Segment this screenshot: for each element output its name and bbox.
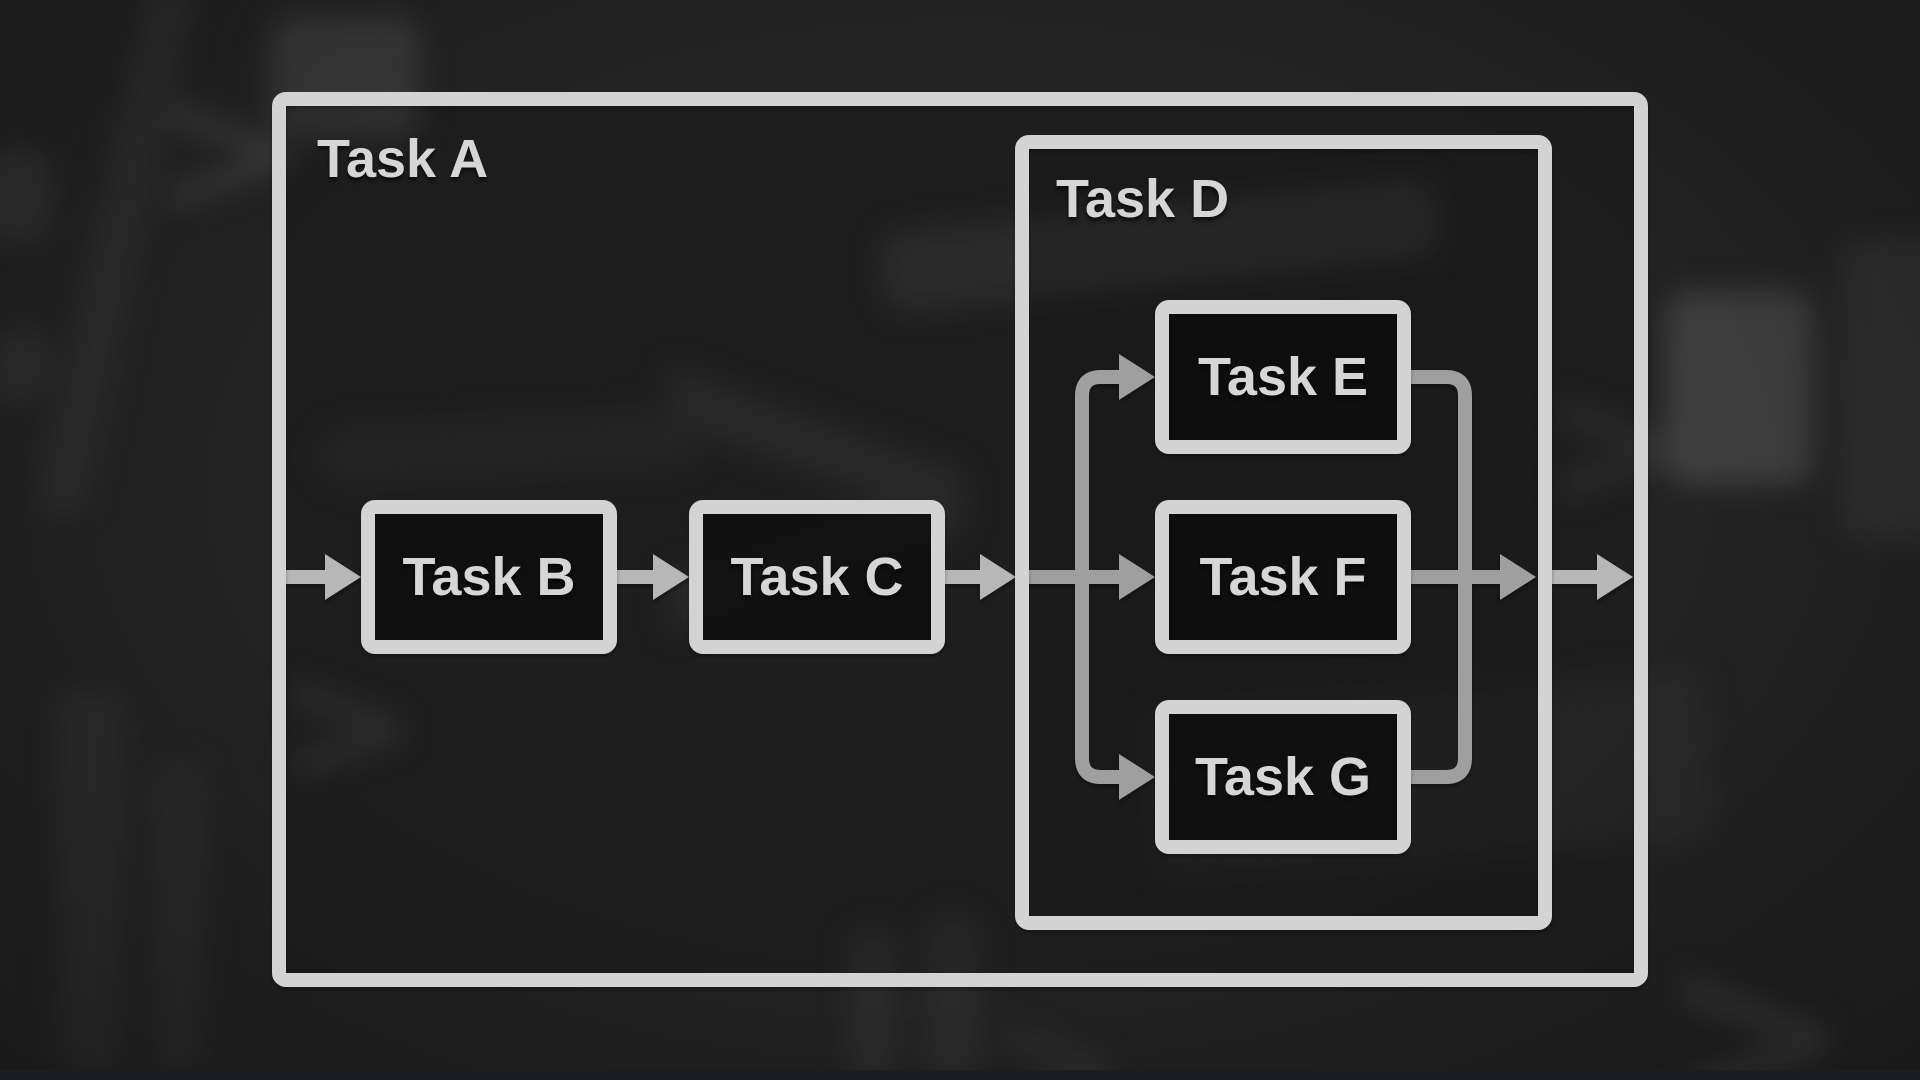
background-blob [270,15,420,140]
background-blob [1665,290,1815,485]
background-chevron-icon: > [990,985,1124,1080]
arrowhead-icon [1500,554,1536,600]
background-blob [55,690,125,1080]
task-b-box: Task B [361,500,617,654]
task-a-label: Task A [317,129,489,189]
arrow-task-b-to-task-c [617,554,689,600]
arrow-input-to-task-b [286,554,361,600]
arrowhead-icon [325,554,361,600]
task-e-box: Task E [1155,300,1411,454]
task-c-label: Task C [730,547,904,607]
task-e-label: Task E [1197,347,1369,407]
task-f-label: Task F [1199,547,1367,607]
background-blob [0,150,50,240]
arrowhead-icon [1119,554,1155,600]
bottom-edge-bar [0,1070,1920,1080]
arrowhead-icon [1119,754,1155,800]
arrowhead-icon [1119,354,1155,400]
background-blob [925,915,980,1080]
arrowhead-icon [653,554,689,600]
task-f-box: Task F [1155,500,1411,654]
arrow-d-input-to-task-f [1029,554,1155,600]
arrow-task-c-to-task-d [945,554,1016,600]
task-g-label: Task G [1194,747,1372,807]
arrow-task-f-to-d-output [1411,554,1536,600]
background-chevron-icon: > [1660,920,1853,1080]
background-blob [850,930,895,1080]
background-chevron-icon: > [275,640,417,810]
arrowhead-icon [980,554,1016,600]
task-b-label: Task B [402,547,576,607]
background-chevron-icon: > [1545,360,1687,530]
task-a-container: Task A [272,92,1648,987]
task-d-label: Task D [1056,169,1230,229]
arrow-branch-to-task-e [1075,354,1155,584]
background-blob [150,760,205,1080]
background-blob [0,330,50,400]
background-blob [1840,240,1920,540]
arrowhead-icon [1597,554,1633,600]
arrow-branch-to-task-g [1075,570,1155,800]
task-c-box: Task C [689,500,945,654]
arrow-d-output-to-a-output [1552,554,1633,600]
task-g-box: Task G [1155,700,1411,854]
